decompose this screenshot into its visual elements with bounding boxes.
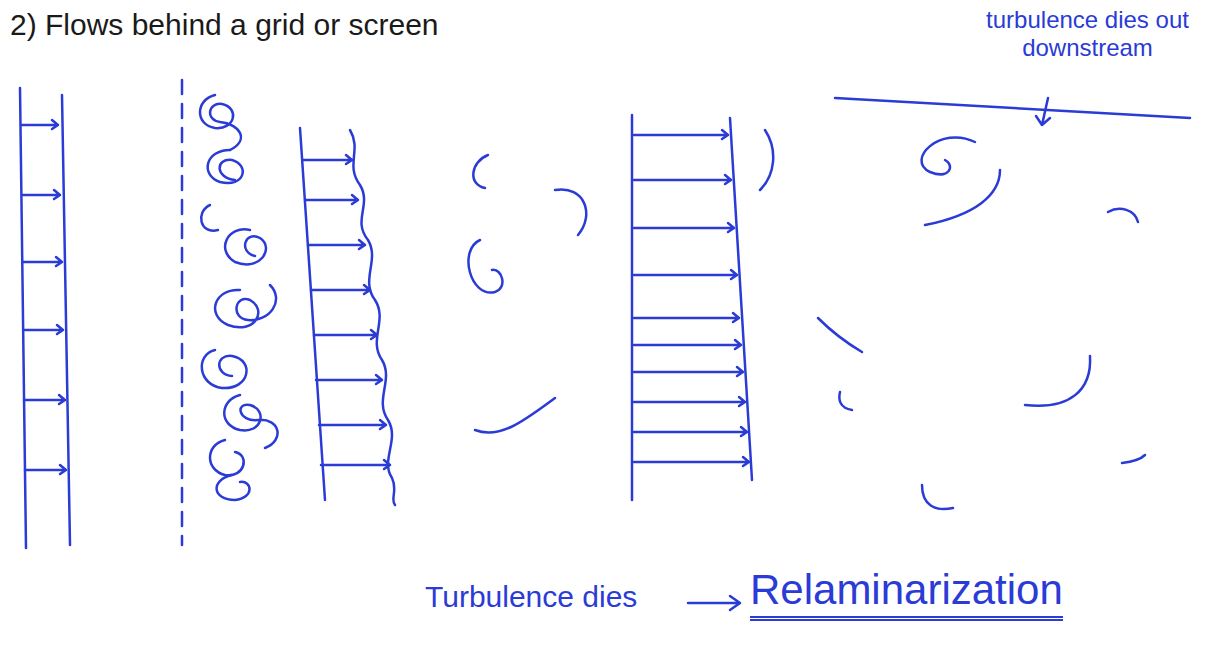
sparse-eddies [818, 98, 1190, 509]
grid-line [181, 80, 184, 545]
relaminarized-profile [632, 115, 752, 500]
decaying-eddies [468, 155, 586, 433]
disturbed-profile [300, 128, 395, 505]
key-term: Relaminarization [750, 566, 1063, 621]
note-text: Turbulence dies [425, 580, 637, 615]
eddies [200, 95, 278, 500]
note-text: turbulence dies out downstream [975, 6, 1200, 61]
uniform-profile [20, 88, 70, 548]
implies-arrow [688, 596, 740, 610]
page-title: 2) Flows behind a grid or screen [10, 8, 439, 43]
eddy [760, 130, 773, 190]
